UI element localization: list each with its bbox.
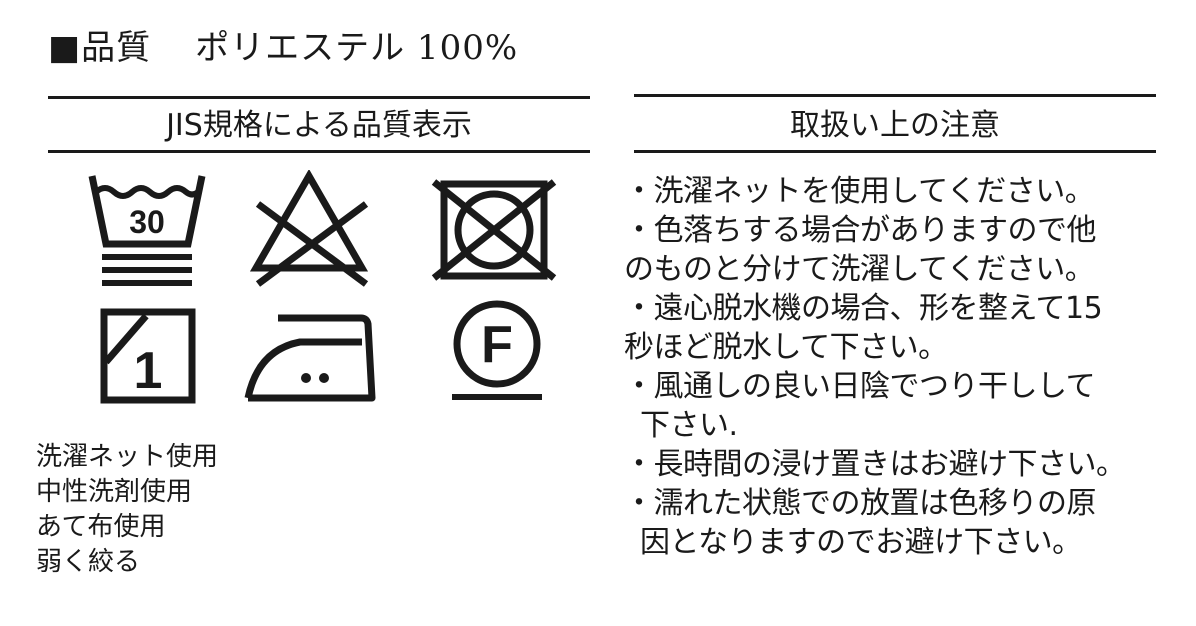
note-line: ・長時間の浸け置きはお避け下さい。	[624, 447, 1126, 482]
material-value: ポリエステル 100%	[195, 28, 519, 68]
note-line: のものと分けて洗濯してください。	[624, 252, 1095, 287]
care-labels: 洗濯ネット使用 中性洗剤使用 あて布使用 弱く絞る	[36, 440, 218, 580]
material-line: ■品質 ポリエステル 100%	[48, 26, 518, 70]
note-line: ・遠心脱水機の場合、形を整えて15	[624, 291, 1103, 326]
right-section-title: 取扱い上の注意	[790, 108, 1000, 143]
care-label: あて布使用	[36, 512, 166, 542]
shade-dry-icon: 1	[100, 308, 196, 404]
care-notes: ・洗濯ネットを使用してください。 ・色落ちする場合がありますので他 のものと分け…	[624, 172, 1184, 562]
note-line: 因となりますのでお避け下さい。	[640, 525, 1082, 560]
no-tumble-dry-icon	[431, 179, 557, 281]
note-line: ・色落ちする場合がありますので他	[624, 213, 1097, 248]
left-title-bottom-rule	[48, 150, 590, 153]
no-bleach-icon	[249, 170, 369, 287]
left-title-top-rule	[48, 96, 590, 99]
note-line: 秒ほど脱水して下さい。	[624, 330, 948, 365]
care-label: 弱く絞る	[36, 547, 141, 577]
care-label: 中性洗剤使用	[36, 477, 193, 507]
note-line: 下さい.	[640, 408, 738, 443]
iron-icon	[244, 314, 376, 402]
left-section-title: JIS規格による品質表示	[166, 108, 472, 143]
dry-digit: 1	[134, 342, 163, 400]
note-line: ・洗濯ネットを使用してください。	[624, 174, 1095, 209]
note-line: ・濡れた状態での放置は色移りの原	[624, 486, 1097, 521]
dry-clean-f-icon: F	[452, 300, 542, 400]
care-label: 洗濯ネット使用	[36, 442, 219, 472]
wash-tub-icon: 30	[88, 175, 206, 286]
dry-clean-letter: F	[481, 316, 513, 374]
material-label: ■品質	[48, 28, 152, 68]
wash-temperature: 30	[129, 204, 165, 240]
right-title-top-rule	[634, 94, 1156, 97]
note-line: ・風通しの良い日陰でつり干しして	[624, 369, 1096, 404]
right-title-bottom-rule	[634, 150, 1156, 153]
